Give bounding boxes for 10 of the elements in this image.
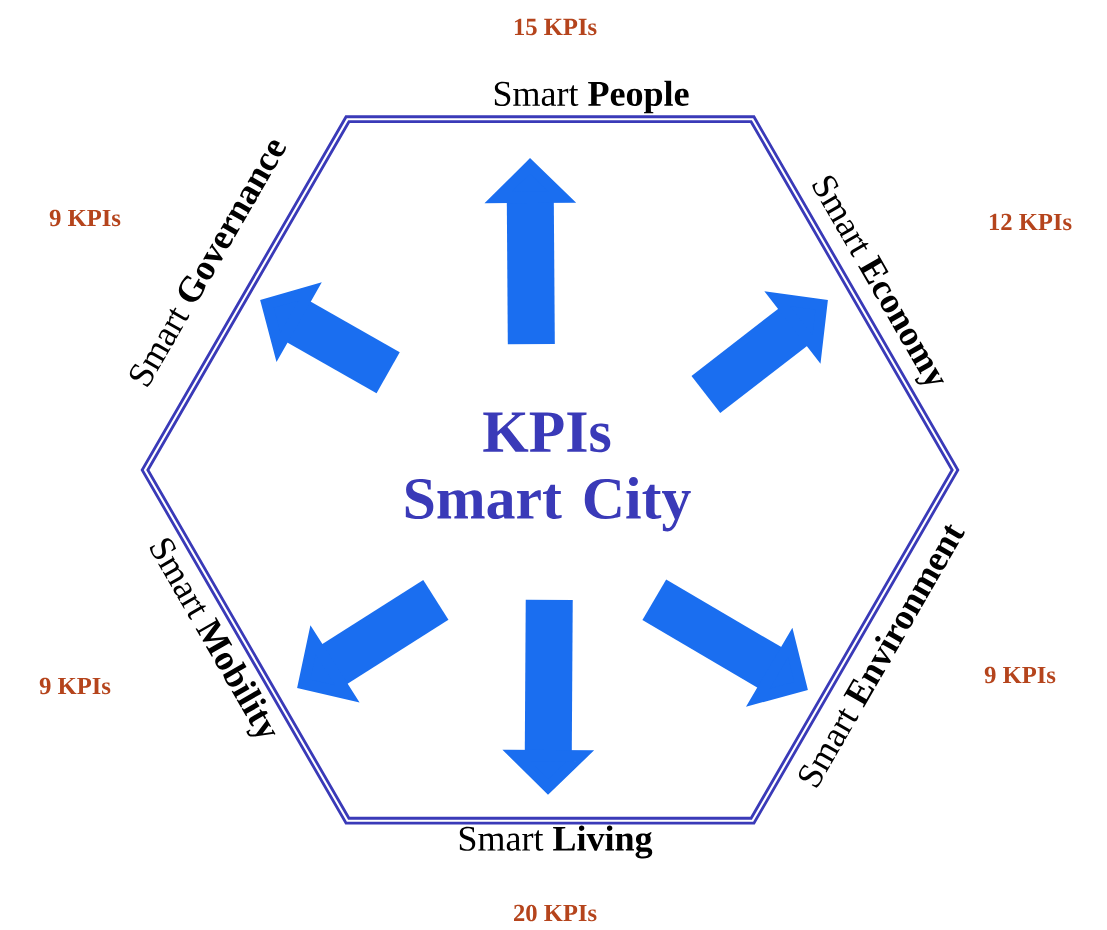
kpi-count: 9 KPIs — [39, 677, 111, 695]
kpi-count: 12 KPIs — [989, 213, 1072, 231]
side-label: Smart People — [494, 80, 689, 114]
kpi-count: 9 KPIs — [984, 666, 1056, 684]
kpi-count: 15 KPIs — [514, 18, 597, 36]
side-label: Smart Living — [459, 825, 653, 859]
block-arrow — [691, 291, 828, 414]
center-title: KPIs Smart City — [405, 412, 691, 532]
kpi-count: 20 KPIs — [514, 904, 597, 922]
kpi-count: 9 KPIs — [49, 209, 121, 227]
